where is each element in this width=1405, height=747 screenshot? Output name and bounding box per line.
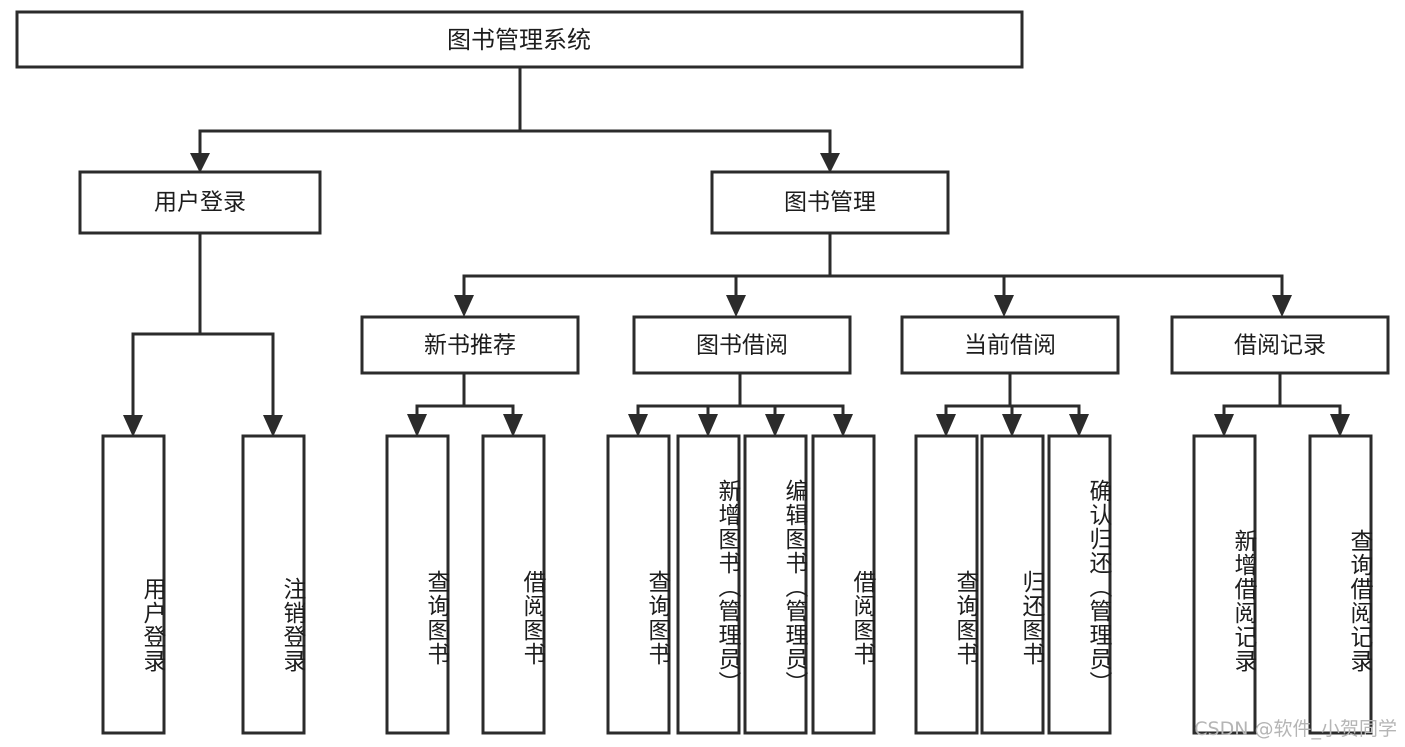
arrow-current-leaf3	[1069, 414, 1089, 437]
node-book-manage-box[interactable]	[710, 170, 950, 235]
leaf-box-new-book-1[interactable]	[385, 434, 450, 735]
leaf-box-book-borrow-1[interactable]	[606, 434, 671, 735]
arrow-root-to-user	[190, 153, 210, 173]
connectors-current-borrow	[936, 371, 1089, 437]
node-borrow-record[interactable]: 借阅记录	[1170, 315, 1390, 375]
node-user-login-label: 用户登录	[154, 190, 246, 216]
arrow-borrow-leaf1	[628, 414, 648, 437]
node-new-book-recommend[interactable]: 新书推荐	[360, 315, 580, 375]
watermark-text: CSDN @软件_小贺同学	[1194, 718, 1397, 740]
arrow-newbook-leaf1	[407, 414, 427, 437]
node-new-book-recommend-box[interactable]	[360, 315, 580, 375]
node-current-borrow-label: 当前借阅	[964, 333, 1056, 359]
leaf-box-current-borrow-1[interactable]	[914, 434, 979, 735]
node-user-login-box[interactable]	[78, 170, 322, 235]
node-user-login[interactable]: 用户登录	[78, 170, 322, 235]
leaf-box-borrow-record-1[interactable]	[1192, 434, 1257, 735]
node-new-book-recommend-label: 新书推荐	[424, 333, 516, 359]
arrow-record-leaf2	[1330, 414, 1350, 437]
leaf-box-new-book-2[interactable]	[481, 434, 546, 735]
node-borrow-record-box[interactable]	[1170, 315, 1390, 375]
leaf-box-user-login-1[interactable]	[101, 434, 166, 735]
node-book-manage-label: 图书管理	[784, 190, 876, 216]
arrow-user-leaf2	[263, 415, 283, 437]
connectors-book-borrow	[628, 371, 853, 437]
arrow-root-to-book	[820, 153, 840, 173]
arrow-current-leaf2	[1002, 414, 1022, 437]
connectors-borrow-record	[1214, 371, 1350, 437]
arrow-current-leaf1	[936, 414, 956, 437]
arrow-user-leaf1	[123, 415, 143, 437]
node-current-borrow-box[interactable]	[900, 315, 1120, 375]
node-current-borrow[interactable]: 当前借阅	[900, 315, 1120, 375]
arrow-record-leaf1	[1214, 414, 1234, 437]
connectors-new-book	[407, 371, 523, 437]
connectors-root	[190, 65, 840, 173]
node-root-label: 图书管理系统	[447, 26, 591, 54]
connectors-book-manage	[454, 231, 1292, 317]
node-root[interactable]: 图书管理系统	[15, 10, 1024, 69]
node-borrow-record-label: 借阅记录	[1234, 333, 1326, 359]
arrow-book-to-l2-1	[454, 295, 474, 317]
leaf-box-book-borrow-3[interactable]	[743, 434, 808, 735]
node-root-box[interactable]	[15, 10, 1024, 69]
arrow-borrow-leaf4	[833, 414, 853, 437]
leaf-box-current-borrow-2[interactable]	[980, 434, 1045, 735]
arrow-book-to-l2-2	[726, 295, 746, 317]
arrow-borrow-leaf2	[698, 414, 718, 437]
arrow-book-to-l2-3	[994, 295, 1014, 317]
node-book-borrow[interactable]: 图书借阅	[632, 315, 852, 375]
node-book-borrow-box[interactable]	[632, 315, 852, 375]
leaf-box-book-borrow-4[interactable]	[811, 434, 876, 735]
node-book-borrow-label: 图书借阅	[696, 333, 788, 359]
node-book-manage[interactable]: 图书管理	[710, 170, 950, 235]
leaf-box-book-borrow-2[interactable]	[676, 434, 741, 735]
arrow-newbook-leaf2	[503, 414, 523, 437]
leaf-box-user-login-2[interactable]	[241, 434, 306, 735]
connectors-user-login	[123, 231, 283, 437]
leaf-box-borrow-record-2[interactable]	[1308, 434, 1373, 735]
arrow-borrow-leaf3	[765, 414, 785, 437]
arrow-book-to-l2-4	[1272, 295, 1292, 317]
leaf-box-current-borrow-3[interactable]	[1047, 434, 1112, 735]
